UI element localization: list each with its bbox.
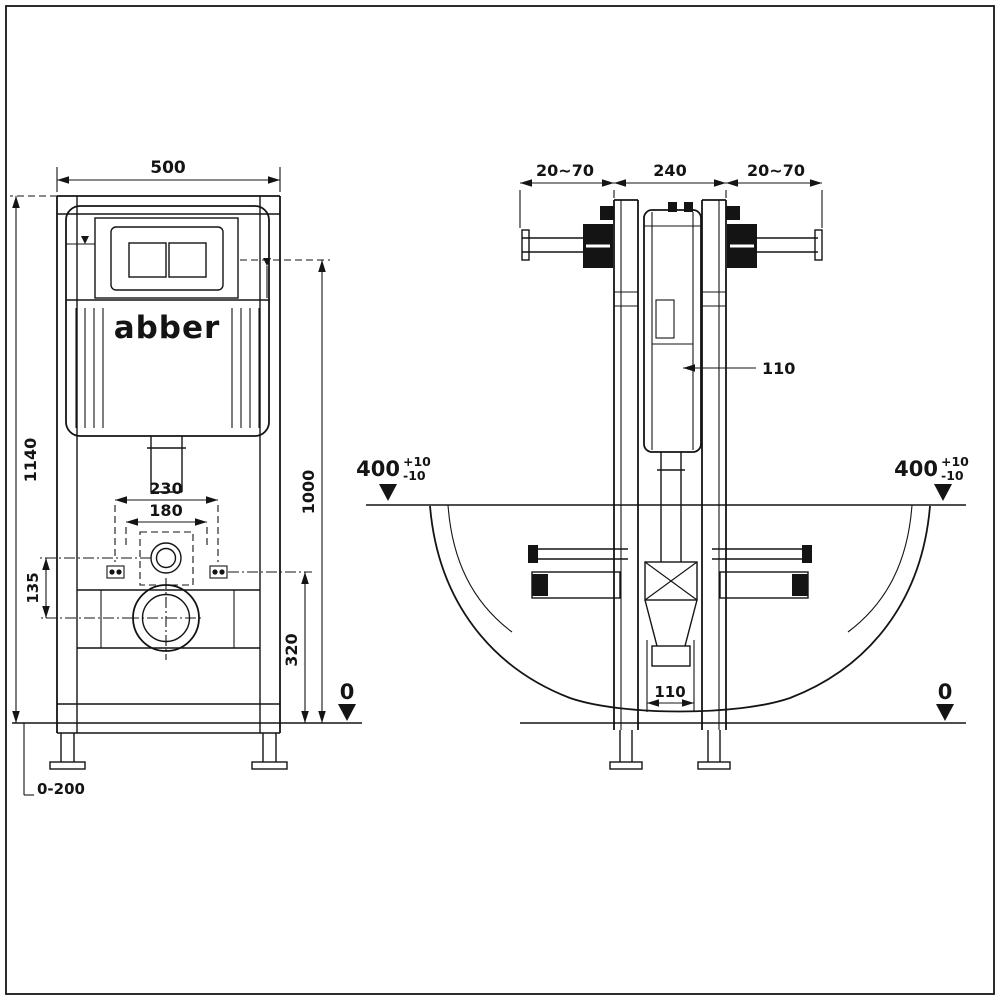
front-width-label: 500 bbox=[150, 158, 186, 178]
side-dim-wall-gap-left: 20~70 bbox=[519, 161, 615, 228]
side-rails bbox=[600, 199, 740, 730]
bowl-height-right: 400 +10 -10 bbox=[894, 454, 969, 501]
anchor-span-label: 230 bbox=[149, 479, 182, 498]
datum-triangle-seat-left bbox=[379, 484, 397, 501]
frame-depth-label: 240 bbox=[653, 161, 686, 180]
ground-zero-front: 0 bbox=[340, 680, 355, 704]
tol-plus-right: +10 bbox=[941, 454, 969, 469]
flush-plate bbox=[66, 217, 271, 299]
datum-triangle-side bbox=[936, 704, 954, 721]
feet-adjust-dim: 0-200 bbox=[23, 723, 85, 798]
wall-gap-right-label: 20~70 bbox=[747, 161, 805, 180]
side-flush-pipe bbox=[657, 452, 685, 562]
total-height-label: 1140 bbox=[21, 438, 40, 483]
wall-bracket-left bbox=[521, 224, 613, 268]
cistern-tank bbox=[65, 205, 270, 437]
wall-fixing-studs bbox=[106, 565, 228, 579]
side-view: 20~70 240 20~70 bbox=[356, 161, 969, 770]
fixing-bolt-right bbox=[712, 545, 812, 599]
side-adjustable-feet bbox=[609, 730, 731, 770]
ground-marker-side: 0 bbox=[520, 680, 966, 724]
flush-button-small bbox=[128, 242, 167, 278]
side-dim-depth: 240 bbox=[614, 161, 726, 187]
front-dim-total-height: 1140 bbox=[10, 195, 57, 723]
feet-range-label: 0-200 bbox=[37, 780, 85, 798]
plate-height-label: 1000 bbox=[299, 470, 318, 515]
frame-structure bbox=[56, 195, 281, 734]
front-dim-width: 500 bbox=[56, 158, 281, 192]
ground-marker-front: 0 bbox=[12, 680, 362, 724]
drawing-border bbox=[5, 5, 995, 995]
wall-bracket-right bbox=[727, 224, 823, 268]
tol-plus-left: +10 bbox=[403, 454, 431, 469]
inlet-offset-label: 135 bbox=[24, 572, 42, 603]
bowl-height-left-label: 400 bbox=[356, 457, 400, 481]
front-dim-anchor-span: 230 bbox=[114, 479, 219, 562]
bowl-height-left: 400 +10 -10 bbox=[356, 454, 431, 501]
outlet-height-label: 320 bbox=[282, 633, 301, 666]
front-dim-outlet-height: 320 bbox=[228, 571, 312, 723]
flush-pipe bbox=[147, 436, 186, 493]
tol-minus-left: -10 bbox=[403, 468, 426, 483]
flush-button-large bbox=[168, 242, 207, 278]
drain-bend bbox=[644, 561, 698, 667]
front-view: 500 bbox=[10, 158, 362, 798]
pipe-lower-label: 110 bbox=[654, 683, 685, 701]
cistern-side-profile bbox=[643, 202, 702, 453]
front-dim-inlet-offset: 135 bbox=[24, 557, 151, 619]
tol-minus-right: -10 bbox=[941, 468, 964, 483]
datum-triangle-front bbox=[338, 704, 356, 721]
front-dim-stud-span: 180 bbox=[125, 501, 208, 548]
mounting-crossplate bbox=[77, 589, 260, 649]
datum-triangle-seat-right bbox=[934, 484, 952, 501]
fixing-bolt-left bbox=[528, 545, 628, 599]
stud-span-label: 180 bbox=[149, 501, 182, 520]
wall-gap-left-label: 20~70 bbox=[536, 161, 594, 180]
level-marker-left bbox=[81, 236, 89, 244]
side-dim-wall-gap-right: 20~70 bbox=[725, 161, 823, 228]
side-dim-pipe-lower: 110 bbox=[646, 640, 695, 712]
adjustable-feet bbox=[49, 733, 288, 770]
side-dim-pipe-upper: 110 bbox=[683, 359, 795, 378]
front-dim-plate-height: 1000 bbox=[240, 259, 330, 723]
ground-zero-side: 0 bbox=[938, 680, 953, 704]
bowl-height-right-label: 400 bbox=[894, 457, 938, 481]
pipe-upper-label: 110 bbox=[762, 359, 795, 378]
bowl-outline bbox=[429, 504, 931, 713]
brand-logo: abber bbox=[114, 310, 221, 346]
